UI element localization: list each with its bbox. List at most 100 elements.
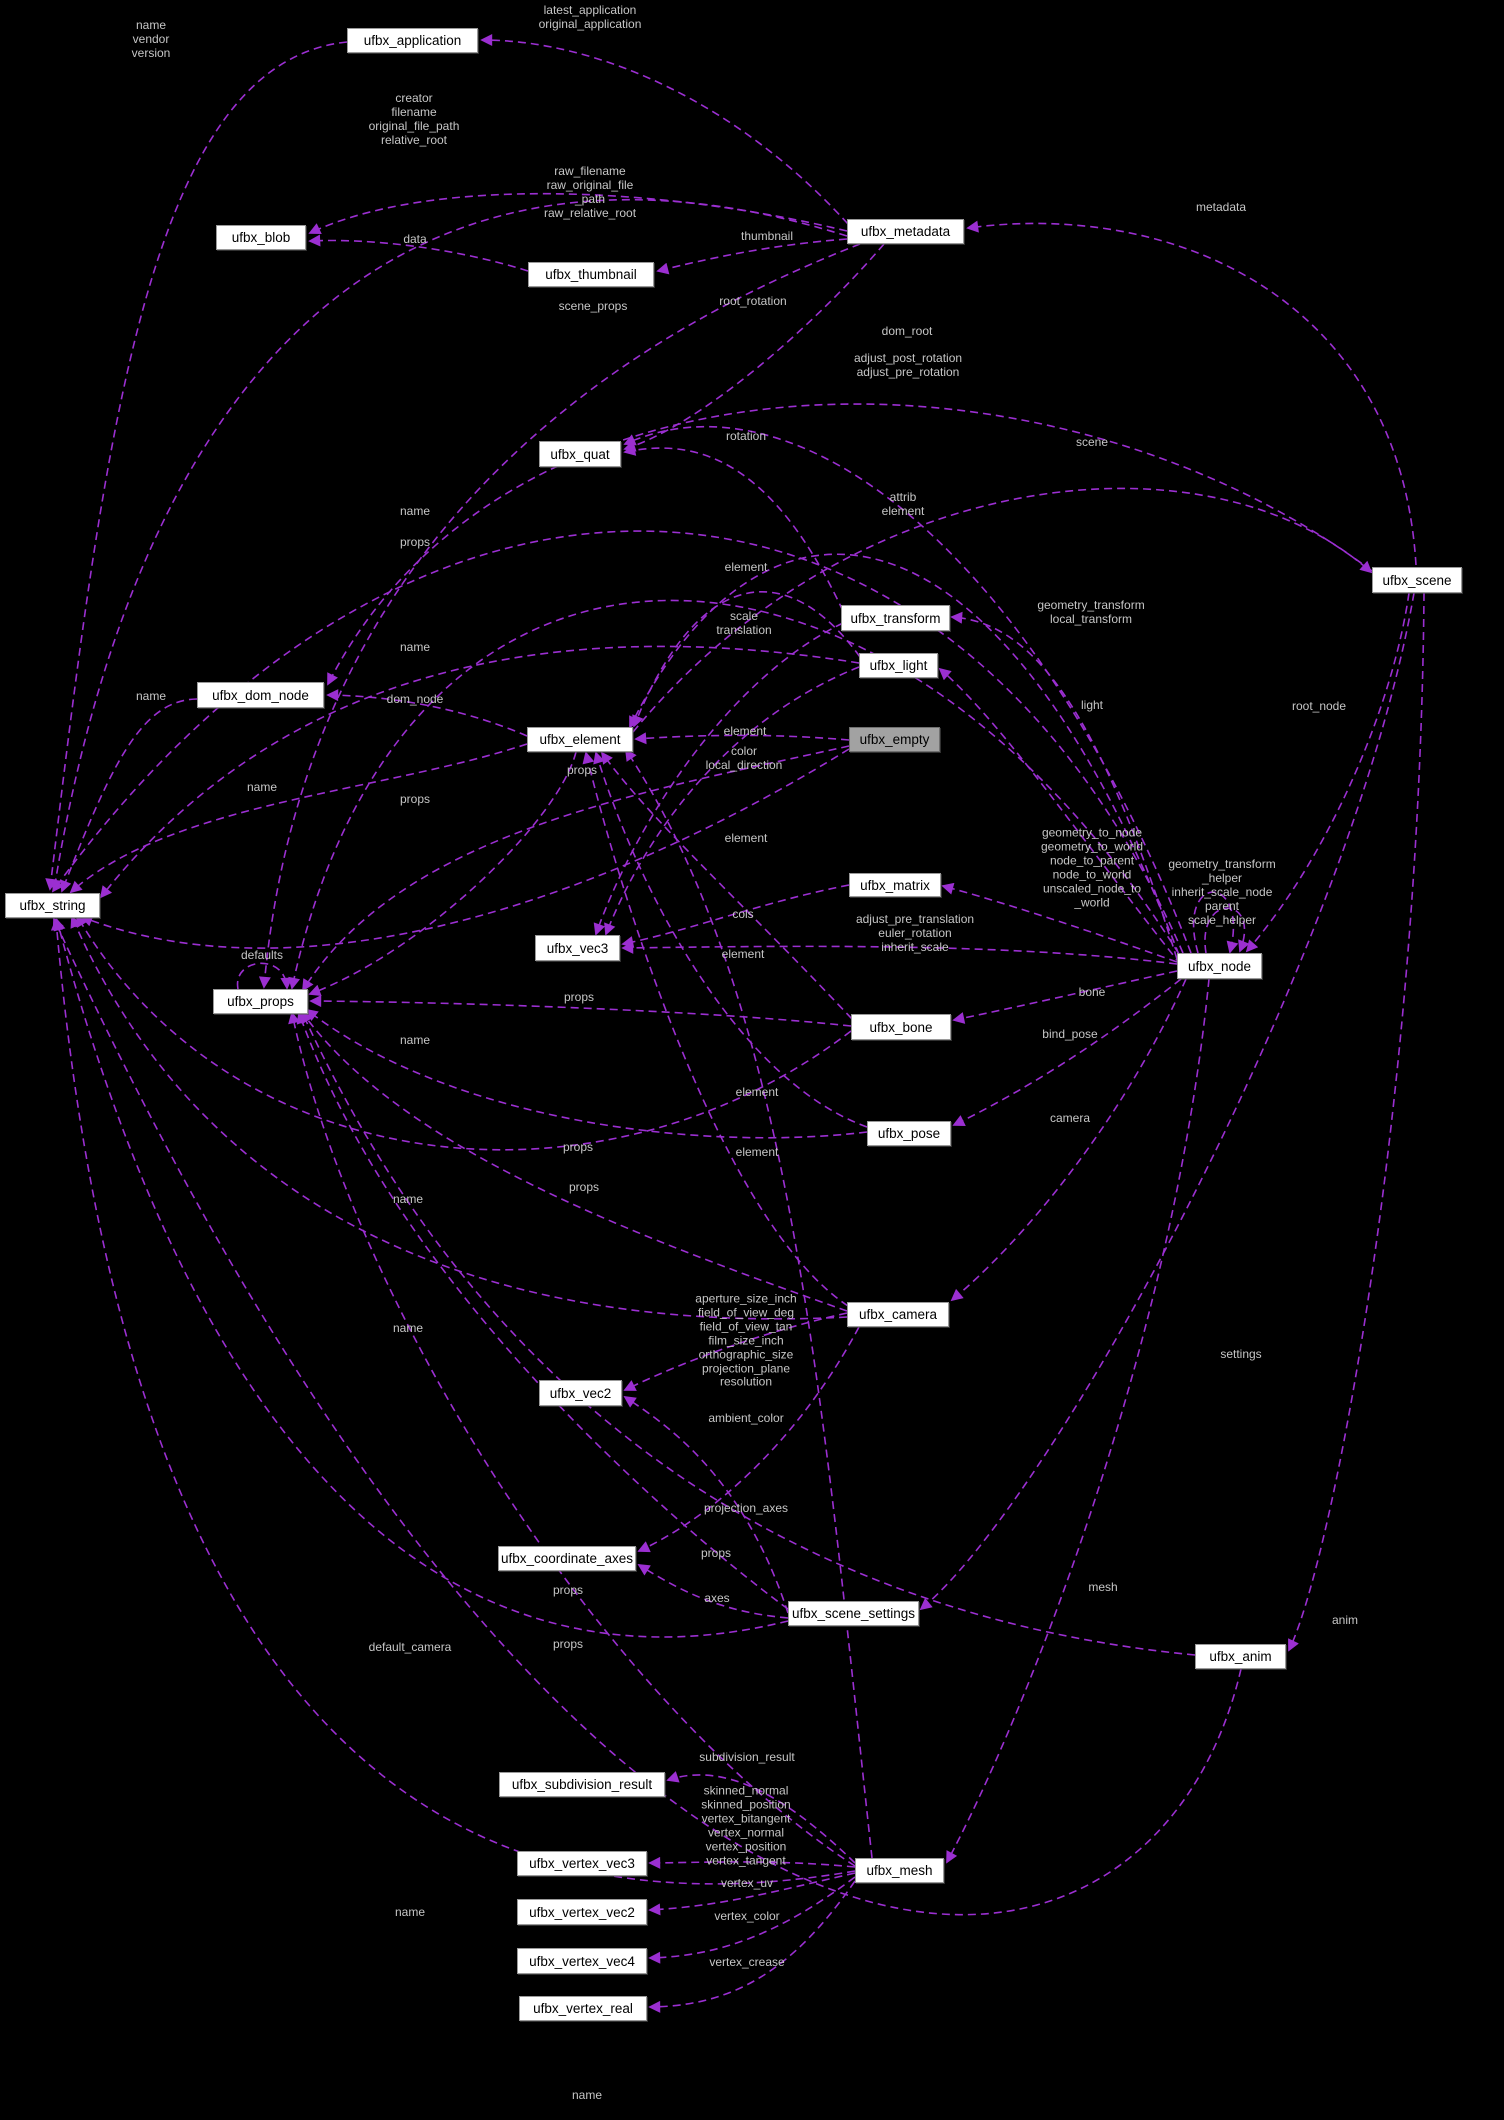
edge-label: props (566, 763, 598, 778)
edge (308, 751, 577, 997)
node-ufbx_dom_node[interactable]: ufbx_dom_node (197, 682, 324, 708)
edge (1245, 592, 1410, 953)
edge (952, 970, 1178, 1024)
edge-label: anim (1331, 1613, 1359, 1628)
edge-label: projection_axes (703, 1501, 789, 1516)
edge-label: root_rotation (719, 294, 787, 309)
edge-label: dom_node (386, 692, 444, 707)
edge (50, 918, 856, 1885)
edge-label: skinned_normal skinned_position vertex_b… (701, 1783, 791, 1867)
edge (648, 1880, 856, 2013)
edge-label: attrib element (881, 490, 925, 518)
edge (950, 611, 1178, 960)
edge-label: name (571, 2088, 603, 2103)
edge (70, 915, 848, 1320)
edge (76, 914, 852, 1151)
edge-label: camera (1049, 1111, 1091, 1126)
edge-label: element (721, 947, 765, 962)
edge-label: defaults (240, 948, 284, 963)
edge (593, 751, 868, 1128)
edge-label: color local_direction (705, 744, 783, 772)
node-ufbx_bone[interactable]: ufbx_bone (851, 1014, 951, 1040)
edge (952, 978, 1182, 1126)
edge-label: name (394, 1905, 426, 1920)
edge-label: adjust_post_rotation adjust_pre_rotation (853, 351, 963, 379)
edge (648, 1856, 856, 1869)
edge (582, 751, 849, 1307)
edge-label: props (568, 1180, 600, 1195)
edge-label: props (700, 1546, 732, 1561)
edge-label: name (392, 1192, 424, 1207)
node-ufbx_blob[interactable]: ufbx_blob (216, 225, 306, 250)
node-ufbx_thumbnail[interactable]: ufbx_thumbnail (528, 262, 654, 287)
node-ufbx_vertex_real[interactable]: ufbx_vertex_real (519, 1996, 647, 2021)
edge (258, 243, 861, 989)
edge (625, 748, 873, 1859)
node-ufbx_quat[interactable]: ufbx_quat (539, 441, 621, 467)
edge-label: name (399, 504, 431, 519)
node-ufbx_metadata[interactable]: ufbx_metadata (847, 219, 964, 244)
edge-label: bone (1078, 985, 1106, 1000)
node-ufbx_element[interactable]: ufbx_element (527, 727, 633, 752)
node-ufbx_light[interactable]: ufbx_light (859, 653, 938, 678)
edge-label: name (392, 1321, 424, 1336)
edge (51, 530, 1184, 954)
edge (623, 426, 1192, 954)
edge (1288, 592, 1425, 1652)
edge-label: name (399, 640, 431, 655)
edge (656, 238, 848, 275)
edge (632, 487, 1373, 733)
node-ufbx_anim[interactable]: ufbx_anim (1195, 1644, 1286, 1669)
node-ufbx_vertex_vec3[interactable]: ufbx_vertex_vec3 (517, 1851, 647, 1876)
edge (621, 884, 850, 948)
node-ufbx_application[interactable]: ufbx_application (347, 28, 478, 53)
node-ufbx_pose[interactable]: ufbx_pose (867, 1121, 951, 1146)
node-ufbx_vertex_vec4[interactable]: ufbx_vertex_vec4 (517, 1948, 647, 1974)
edge (950, 978, 1187, 1302)
node-ufbx_vertex_vec2[interactable]: ufbx_vertex_vec2 (517, 1899, 647, 1925)
edge-label: vertex_uv (720, 1876, 774, 1891)
node-ufbx_camera[interactable]: ufbx_camera (847, 1302, 949, 1327)
node-ufbx_mesh[interactable]: ufbx_mesh (855, 1858, 944, 1883)
edge-label: element (724, 560, 768, 575)
edge-label: aperture_size_inch field_of_view_deg fie… (695, 1291, 797, 1389)
edge (623, 243, 885, 452)
node-ufbx_coordinate_axes[interactable]: ufbx_coordinate_axes (498, 1546, 636, 1571)
edge (621, 941, 1178, 965)
edge-label: props (563, 990, 595, 1005)
edge (946, 978, 1210, 1864)
edge (326, 689, 528, 737)
edge-label: scale translation (716, 609, 772, 637)
edge-label: name (399, 1033, 431, 1048)
edge-label: props (552, 1637, 584, 1652)
edge (1204, 907, 1250, 954)
edge (52, 917, 1242, 1916)
node-ufbx_empty: ufbx_empty (849, 727, 940, 752)
edge-label: element (724, 831, 768, 846)
edge (632, 591, 861, 728)
edge (69, 743, 528, 894)
node-ufbx_matrix[interactable]: ufbx_matrix (849, 873, 941, 897)
node-ufbx_vec2[interactable]: ufbx_vec2 (539, 1380, 622, 1406)
node-ufbx_node[interactable]: ufbx_node (1177, 953, 1262, 979)
edge (236, 962, 293, 990)
edge-label: rotation (725, 429, 767, 444)
edge (302, 745, 850, 992)
edge-label: geometry_to_node geometry_to_world node_… (1040, 825, 1144, 909)
edge-label: props (399, 792, 431, 807)
edge-label: axes (704, 1591, 730, 1606)
node-ufbx_props[interactable]: ufbx_props (213, 989, 308, 1014)
edge-label: raw_filename raw_original_file _path raw… (543, 164, 637, 220)
node-ufbx_string[interactable]: ufbx_string (5, 893, 100, 918)
edge (308, 234, 529, 272)
edge-label: default_camera (368, 1640, 452, 1655)
node-ufbx_scene[interactable]: ufbx_scene (1372, 567, 1462, 593)
edge-label: geometry_transform local_transform (1037, 598, 1145, 626)
edge (327, 403, 1373, 686)
node-ufbx_transform[interactable]: ufbx_transform (841, 605, 950, 631)
node-ufbx_scene_settings[interactable]: ufbx_scene_settings (788, 1601, 919, 1626)
node-ufbx_vec3[interactable]: ufbx_vec3 (535, 935, 620, 961)
node-ufbx_subdivision_result[interactable]: ufbx_subdivision_result (499, 1772, 665, 1797)
edge (604, 666, 860, 936)
